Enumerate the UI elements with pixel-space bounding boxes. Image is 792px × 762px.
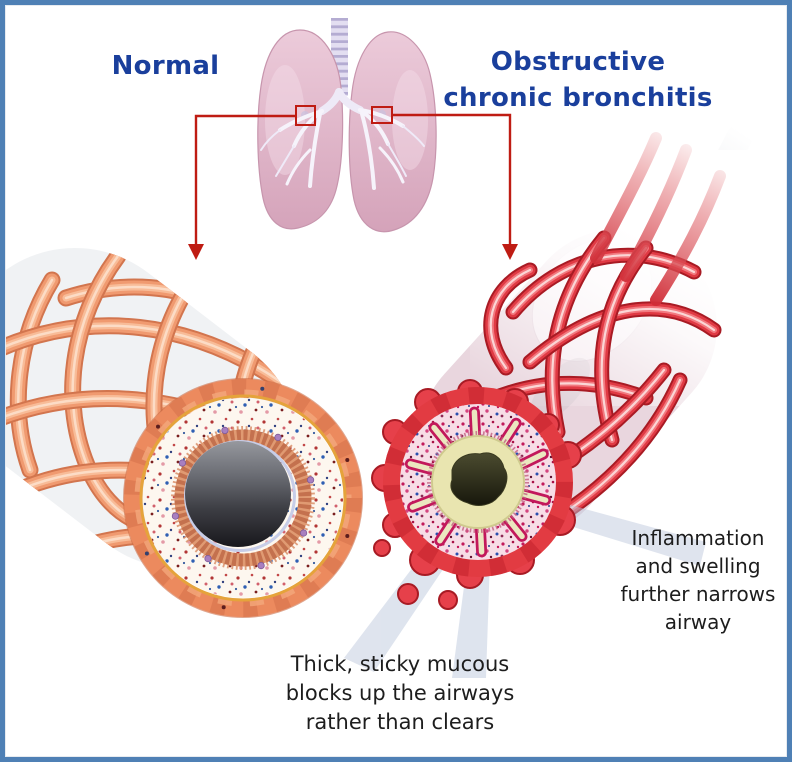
constricting-muscle-bands [430, 132, 726, 548]
obstructive-label-line1: Obstructive [490, 47, 666, 77]
right-lung [348, 31, 437, 233]
obstructive-label: Obstructive chronic bronchitis [420, 44, 736, 116]
normal-open-lumen [185, 441, 291, 547]
obstructive-label-line2: chronic bronchitis [443, 83, 713, 113]
left-lung [257, 29, 344, 230]
bronchial-tree [260, 88, 425, 190]
inflammation-note: Inflammation and swelling further narrow… [608, 524, 788, 636]
mucus-note-line1: Thick, sticky mucous [290, 652, 510, 676]
lungs-illustration [257, 18, 437, 233]
narrowed-lumen [450, 452, 508, 506]
normal-muscle-ring [124, 379, 362, 617]
inflammation-note-line3: further narrows [620, 582, 776, 606]
inflammation-note-line1: Inflammation [631, 526, 765, 550]
normal-airway-cross-section [123, 378, 363, 618]
normal-label: Normal [111, 51, 220, 81]
normal-callout-arrow [188, 114, 296, 260]
mucus-note: Thick, sticky mucous blocks up the airwa… [250, 650, 550, 737]
mucus-note-line2: blocks up the airways [285, 681, 515, 705]
inflammation-note-line2: and swelling [635, 554, 761, 578]
bronchitis-callout-arrow [392, 113, 518, 260]
mucus-note-line3: rather than clears [305, 710, 495, 734]
inflammation-note-line4: airway [664, 610, 732, 634]
normal-epithelium-ring [171, 426, 315, 570]
bronchitis-airway-illustration [344, 123, 792, 678]
normal-airway-illustration [0, 200, 363, 618]
cilia-fringe [427, 431, 529, 533]
bronchitis-cross-section [371, 379, 582, 610]
